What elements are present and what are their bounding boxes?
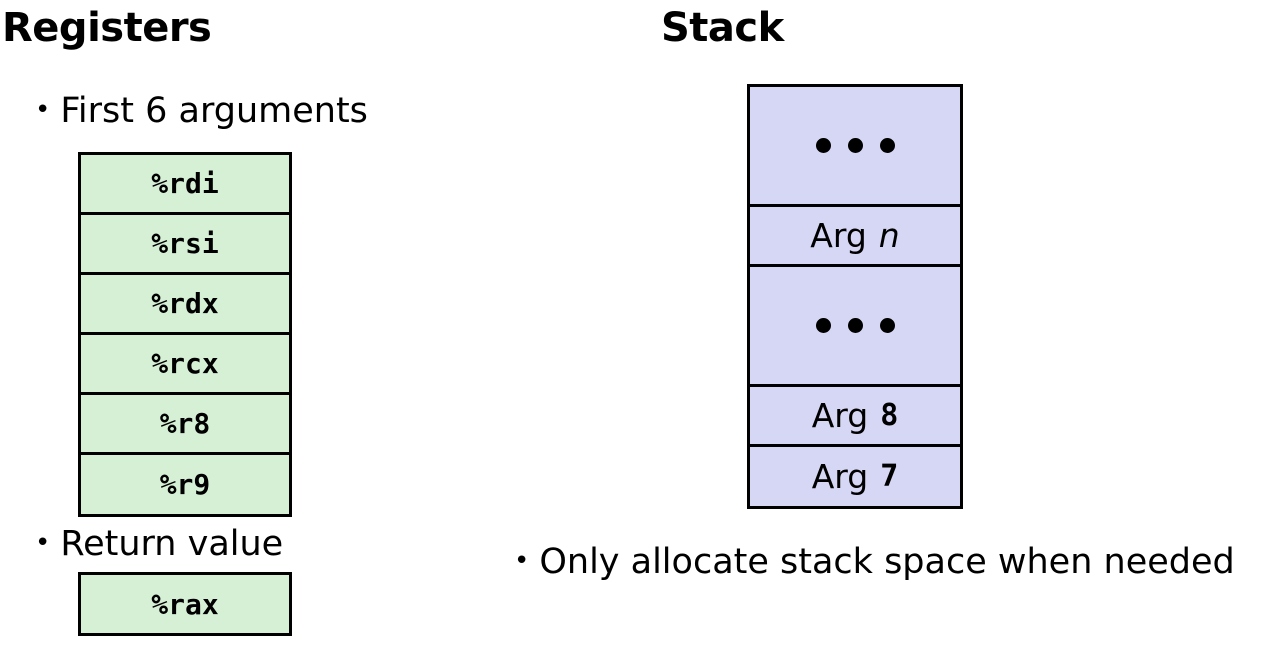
register-rdx: %rdx [81, 275, 289, 335]
register-rsi: %rsi [81, 215, 289, 275]
bullet-text: Return value [60, 524, 284, 564]
bullet-first-six-arguments: • First 6 arguments [35, 88, 368, 133]
register-rcx: %rcx [81, 335, 289, 395]
bullet-dot-icon: • [35, 95, 51, 125]
stack-slot-ellipsis-top [750, 87, 960, 207]
stack-heading: Stack [661, 5, 784, 51]
arg-n-value: n [878, 216, 900, 255]
ellipsis-icon [815, 138, 895, 153]
arg-8-value: 8 [880, 398, 899, 433]
bullet-dot-icon: • [514, 546, 530, 576]
stack-slot-arg-8: Arg 8 [750, 387, 960, 447]
bullet-dot-icon: • [35, 528, 51, 558]
register-rax: %rax [151, 587, 219, 621]
bullet-text: Only allocate stack space when needed [539, 542, 1235, 582]
return-register: %rax [78, 572, 292, 636]
arg-label: Arg [810, 216, 867, 255]
register-r8: %r8 [81, 395, 289, 455]
bullet-stack-allocation-note: • Only allocate stack space when needed [514, 539, 1235, 584]
register-rdi: %rdi [81, 155, 289, 215]
registers-heading: Registers [2, 5, 212, 51]
argument-registers: %rdi %rsi %rdx %rcx %r8 %r9 [78, 152, 292, 517]
register-r9: %r9 [159, 468, 211, 501]
arg-label: Arg [811, 457, 869, 496]
stack-slot-arg-7: Arg 7 [750, 447, 960, 506]
arg-label: Arg [811, 396, 869, 435]
bullet-text: First 6 arguments [60, 91, 368, 131]
arg-7-value: 7 [880, 459, 899, 494]
stack-slot-ellipsis-middle [750, 267, 960, 387]
ellipsis-icon [815, 318, 895, 333]
bullet-return-value: • Return value [35, 521, 283, 566]
